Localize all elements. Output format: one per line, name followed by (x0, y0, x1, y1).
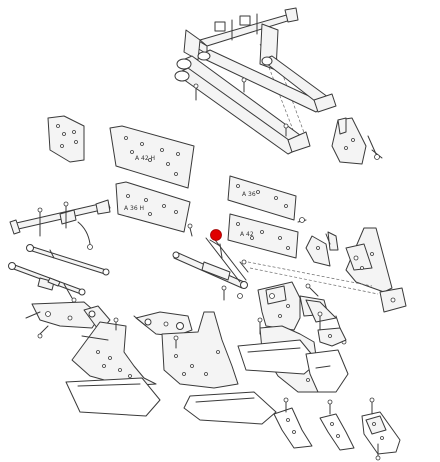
frog-body-centre (133, 311, 239, 389)
share-1 (273, 407, 313, 449)
frog-body-left (25, 301, 157, 387)
mouldboard-1 (65, 377, 161, 417)
top-frame-assembly (174, 7, 337, 155)
plate-a42h: A 42 H (109, 125, 195, 189)
plate-a42-label: A 42 (240, 231, 254, 238)
left-cross-bar (9, 199, 111, 250)
plate-a36h-label: A 36 H (124, 205, 144, 212)
share-2 (319, 413, 355, 451)
plate-a42h-label: A 42 H (135, 155, 155, 162)
triangle-bracket-top-right (331, 117, 383, 165)
plate-a42: A 42 (227, 213, 307, 259)
left-linkage-rods (8, 244, 110, 303)
plough-shares (273, 397, 401, 461)
right-bracket-assembly (247, 227, 407, 313)
landside-plate (305, 349, 349, 393)
loose-bolts (113, 223, 227, 349)
plate-a36: A 36 (227, 175, 297, 221)
frog-bracket-right (257, 281, 347, 345)
highlight-marker (210, 229, 222, 241)
small-plate-left (47, 115, 85, 163)
plate-a36-label: A 36 (242, 191, 256, 198)
mouldboards (65, 339, 349, 425)
centre-link-assembly (172, 235, 249, 299)
plate-a36h: A 36 H (115, 181, 191, 233)
mouldboard-2 (183, 391, 277, 425)
